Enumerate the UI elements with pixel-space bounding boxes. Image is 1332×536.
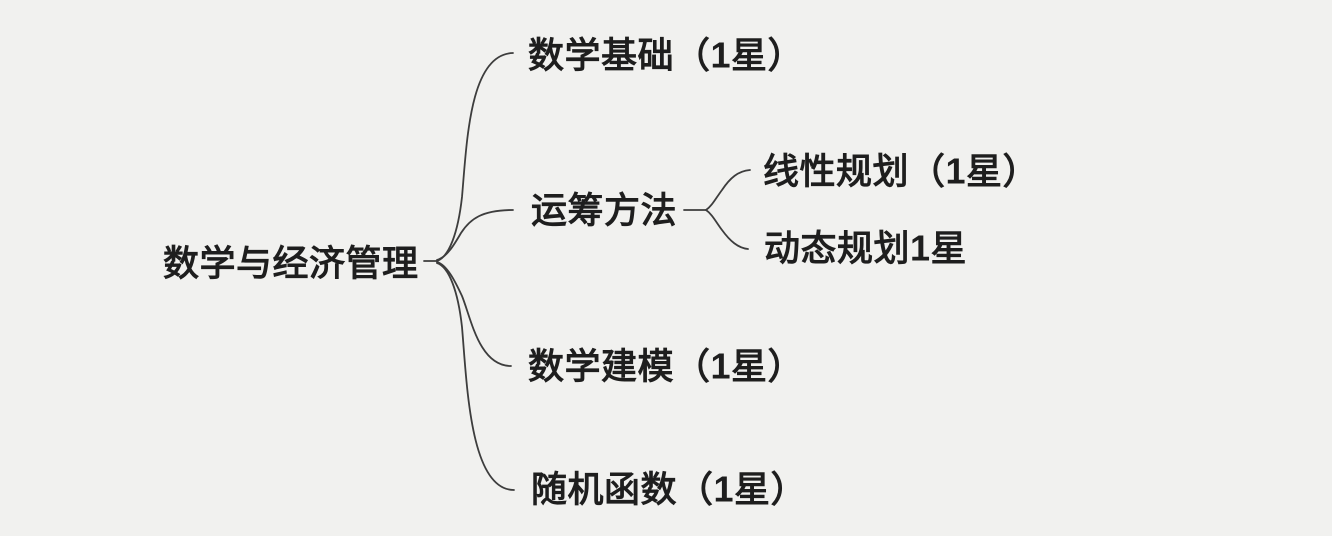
node-random-functions[interactable]: 随机函数（1星） <box>531 468 808 510</box>
node-operations-methods[interactable]: 运筹方法 <box>531 189 678 231</box>
branch-line-linear-programming <box>705 169 751 211</box>
branch-line-random-functions <box>436 262 515 491</box>
branch-line-math-modeling <box>436 261 512 367</box>
branch-line-dynamic-programming <box>705 209 749 250</box>
node-dynamic-programming[interactable]: 动态规划1星 <box>764 227 968 269</box>
node-linear-programming[interactable]: 线性规划（1星） <box>763 150 1040 192</box>
node-root-math-economic-management[interactable]: 数学与经济管理 <box>163 242 419 284</box>
branch-line-operations-methods <box>436 209 514 261</box>
node-math-modeling[interactable]: 数学建模（1星） <box>528 345 805 387</box>
node-math-foundation[interactable]: 数学基础（1星） <box>528 34 805 76</box>
branch-line-math-foundation <box>436 52 514 262</box>
